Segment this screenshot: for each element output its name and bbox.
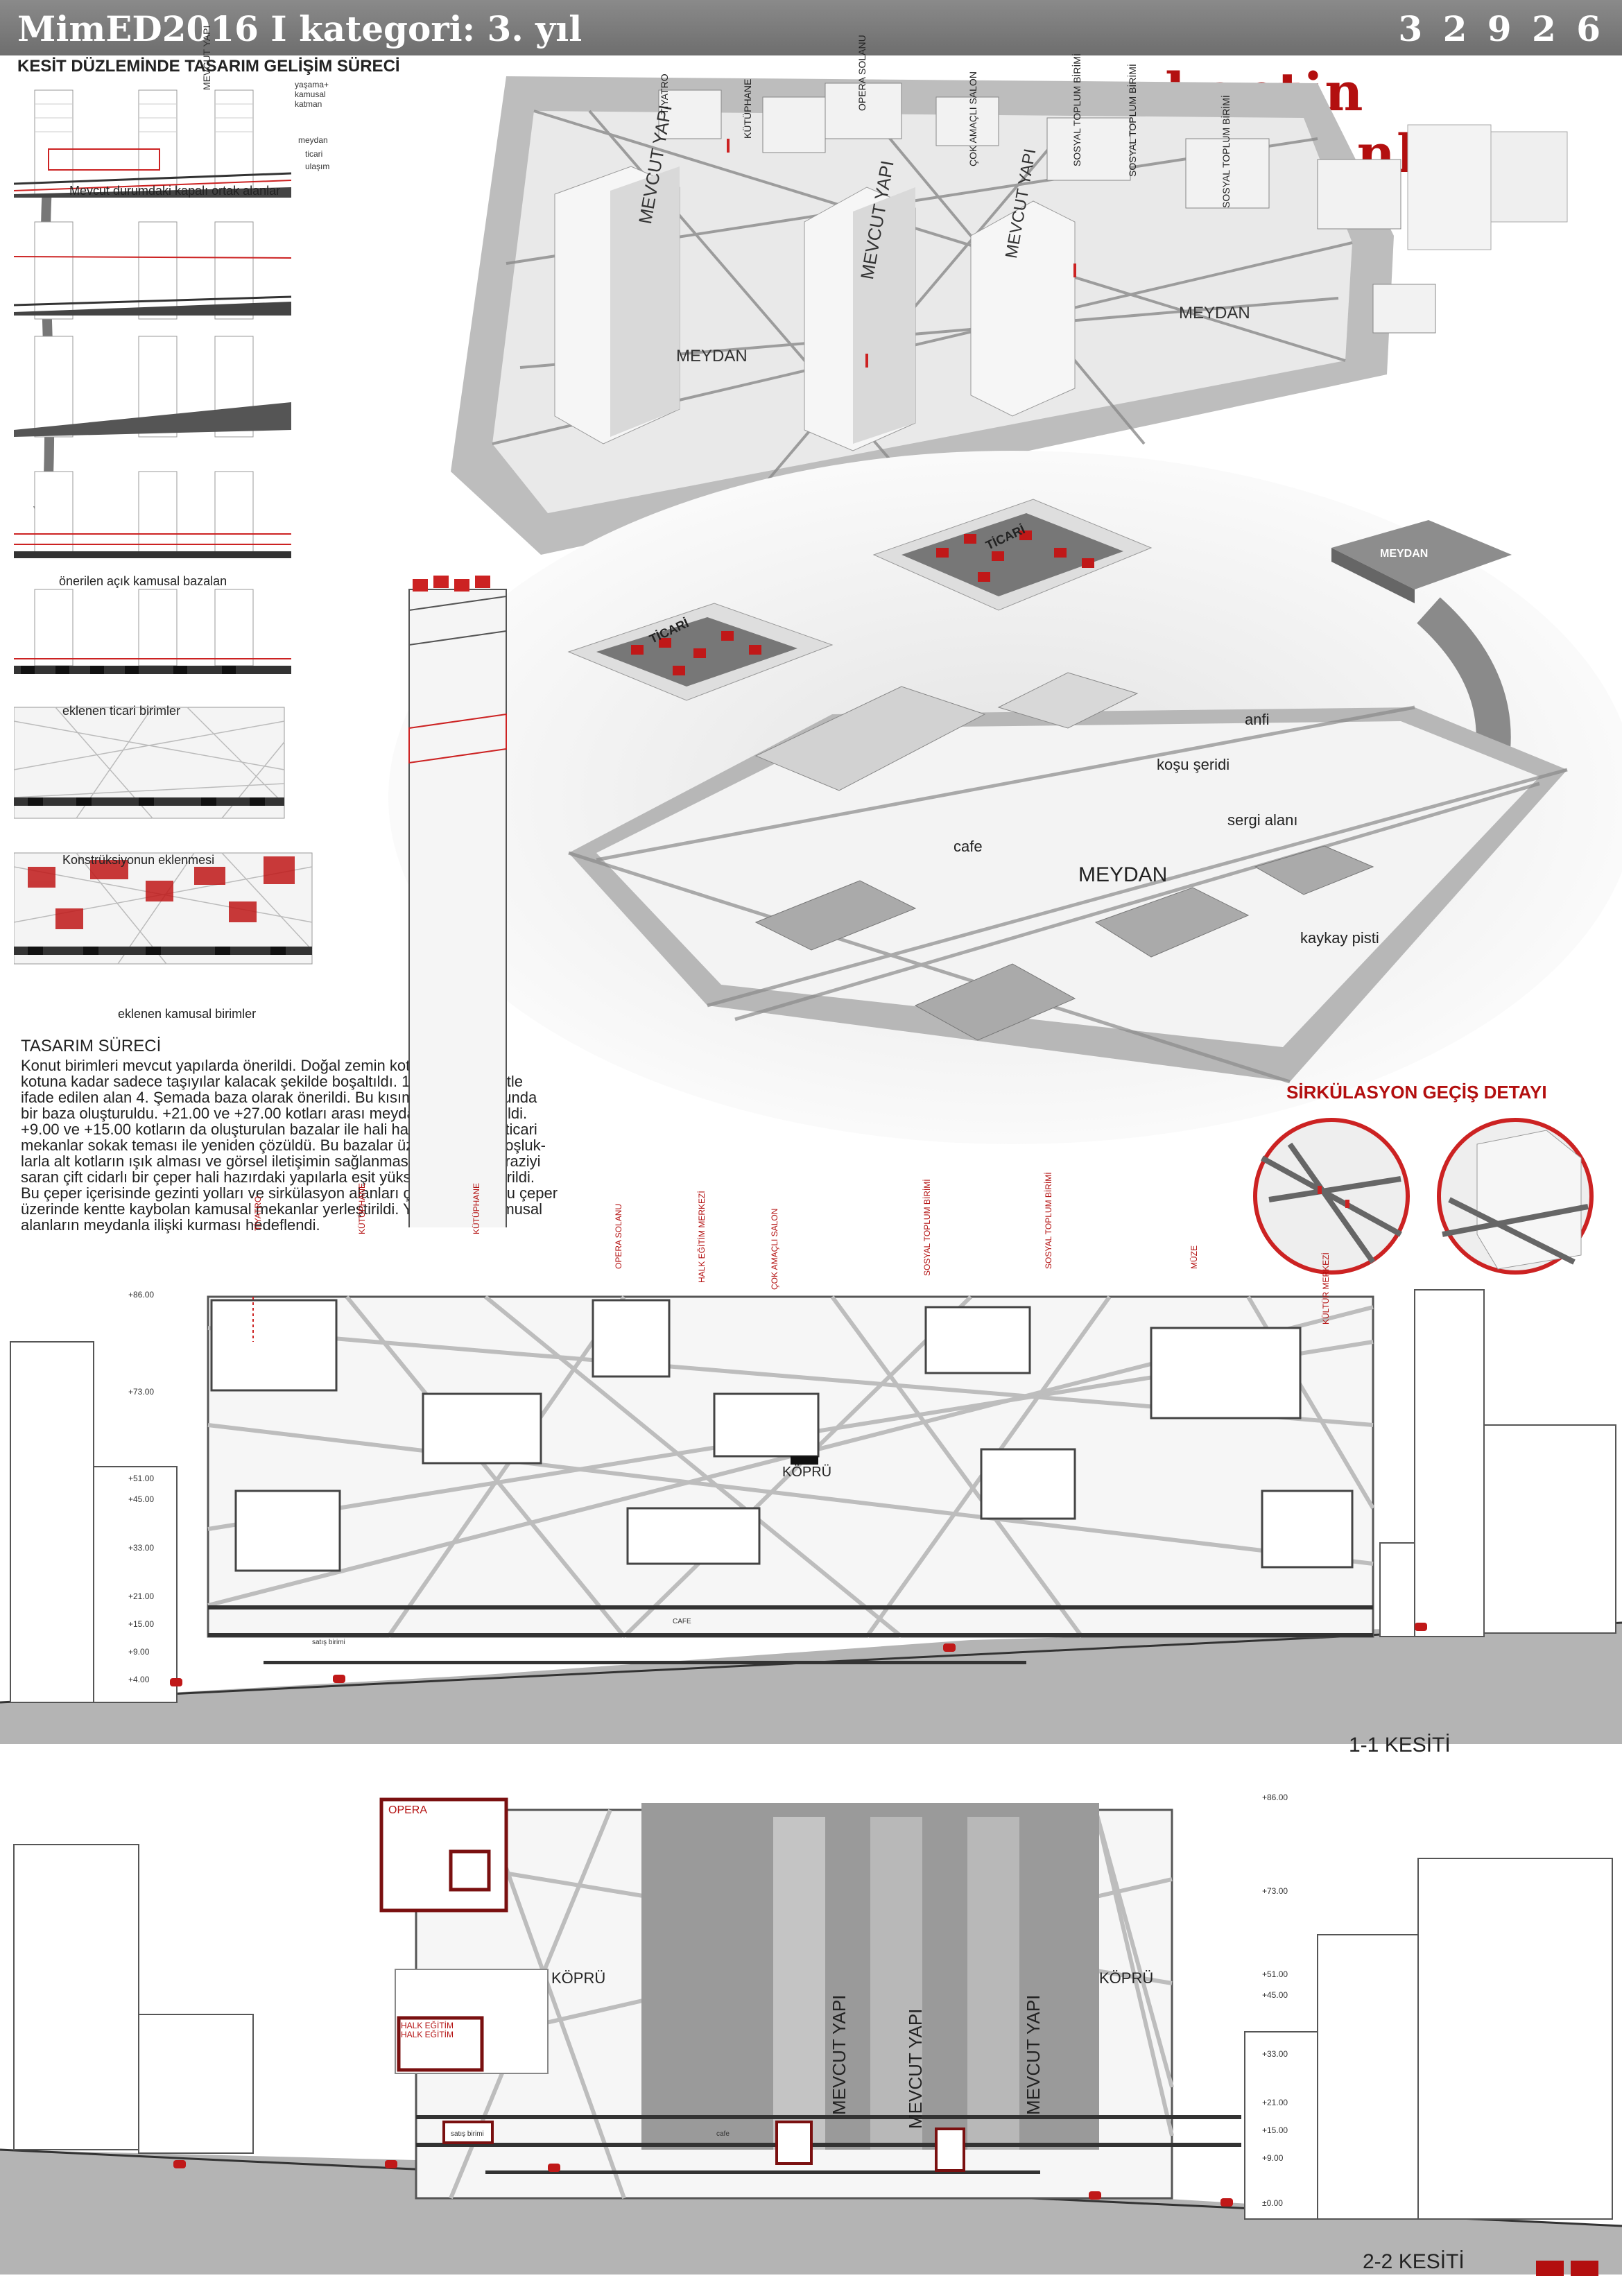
s1-level-7: +15.00 [128,1619,155,1629]
section1-cafe: CAFE [673,1618,691,1625]
bridge-label-1: KÖPRÜ [782,1465,832,1480]
top-tag-5: SOSYAL TOPLUM BİRİMİ [1071,53,1082,166]
s1-level-4: +45.00 [128,1494,155,1504]
row-label-meydan: meydan [298,135,328,145]
poster-code: 3 2 9 2 6 [1398,8,1605,49]
s2-level-7: +15.00 [1262,2125,1288,2135]
s1-level-6: +21.00 [128,1591,155,1601]
s2-level-3: +51.00 [1262,1969,1288,1979]
caption-1: Mevcut durumdaki kapalı ortak alanlar [69,184,281,198]
label-sergi: sergi alanı [1227,811,1298,829]
text-line: alanların meydanla ilişki kurması hedefl… [21,1216,320,1234]
circulation-title: SİRKÜLASYON GEÇİŞ DETAYI [1286,1082,1547,1103]
process-panel-2 [14,221,292,320]
s2-existing-1: MEVCUT YAPI [829,1994,849,2115]
s1-tag-5: HALK EĞİTİM MERKEZİ [697,1191,707,1283]
s2-level-1: +86.00 [1262,1793,1288,1802]
label-meydan: MEYDAN [1078,863,1168,886]
row-label-ticari: ticari [305,149,323,159]
s1-tag-2: KÜTÜPHANE [357,1182,367,1234]
top-tag-7: SOSYAL TOPLUM BİRİMİ [1220,95,1232,208]
s2-existing-3: MEVCUT YAPI [1023,1994,1044,2115]
s1-level-3: +51.00 [128,1474,155,1483]
s1-tag-3: KÜTÜPHANE [472,1182,481,1234]
top-tag-1: TİYATRO [659,74,670,114]
caption-3: eklenen ticari birimler [62,704,181,718]
s1-tag-6: ÇOK AMAÇLI SALON [770,1208,779,1290]
top-square-2: MEYDAN [1179,304,1250,322]
section1-shop: satış birimi [312,1639,345,1646]
s1-tag-10: KÜLTÜR MERKEZİ [1321,1252,1331,1324]
caption-4: Konstrüksiyonun eklenmesi [62,853,215,867]
text-line: +9.00 ve +15.00 kotların da oluşturulan … [21,1121,537,1138]
section2-shop: satış birimi [451,2130,484,2138]
top-tag-4: ÇOK AMAÇLI SALON [967,71,978,166]
poster-header-title: MimED2016 I kategori: 3. yıl [17,8,583,49]
top-perspective [451,76,1568,555]
s2-level-4: +45.00 [1262,1990,1288,2000]
text-line: ifade edilen alan 4. Şemada baza olarak … [21,1089,537,1106]
label-anfi: anfi [1245,711,1270,728]
s1-tag-4: OPERA SOLANU [614,1203,623,1269]
top-tag-6: SOSYAL TOPLUM BİRİMİ [1127,64,1138,177]
bridge-label-right: KÖPRÜ [1099,1969,1154,1987]
text-line: Konut birimleri mevcut yapılarda önerild… [21,1057,504,1074]
process-diagrams [14,89,313,965]
process-panel-7 [14,852,313,965]
s1-tag-7: SOSYAL TOPLUM BİRİMİ [922,1179,932,1276]
process-panel-6 [14,707,285,819]
row-label-yasama: yaşama+ kamusal katman [295,80,329,109]
text-line: kotuna kadar sadece taşıyılar kalacak şe… [21,1073,523,1090]
s2-existing-2: MEVCUT YAPI [905,2008,926,2129]
label-kosu: koşu şeridi [1157,756,1230,773]
section1-title: 1-1 KESİTİ [1349,1734,1451,1756]
s1-level-9: +4.00 [128,1675,150,1684]
section2-halk: HALK EĞİTİM HALK EĞİTİM [401,2021,454,2039]
s1-level-2: +73.00 [128,1387,155,1397]
s1-level-1: +86.00 [128,1290,155,1300]
label-cafe: cafe [954,838,983,855]
s1-tag-9: MÜZE [1189,1245,1199,1269]
top-square-1: MEYDAN [676,347,748,365]
bridge-label-left: KÖPRÜ [551,1969,606,1987]
main-perspective [388,451,1622,1227]
layer-meydan: MEYDAN [1380,548,1429,560]
section2-cafe: cafe [716,2130,730,2138]
top-tag-2: KÜTÜPHANE [742,78,753,139]
s1-tag-8: SOSYAL TOPLUM BİRİMİ [1044,1172,1053,1269]
caption-2: önerilen açık kamusal bazalan [59,574,227,588]
process-panel-1 [14,89,292,198]
text-line: saran çift cidarlı bir çeper hali hazırd… [21,1168,535,1186]
s2-level-2: +73.00 [1262,1886,1288,1896]
existing-label: MEVCUT YAPI [201,25,212,90]
s1-level-8: +9.00 [128,1647,150,1657]
section-1-1 [0,1289,1622,1744]
s1-tag-1: TİYATRO [253,1196,263,1231]
label-kaykay: kaykay pisti [1300,929,1379,947]
s2-level-8: +9.00 [1262,2153,1284,2163]
s1-level-5: +33.00 [128,1543,155,1553]
section2-opera: OPERA [388,1804,428,1816]
text-line: bir baza oluşturuldu. +21.00 ve +27.00 k… [21,1105,528,1122]
s2-level-9: ±0.00 [1262,2198,1283,2208]
process-panel-5 [14,589,291,674]
text-heading: TASARIM SÜRECİ [21,1037,162,1055]
s2-level-5: +33.00 [1262,2049,1288,2059]
s2-level-6: +21.00 [1262,2098,1288,2107]
process-panel-4 [14,471,291,558]
caption-5: eklenen kamusal birimler [118,1007,257,1021]
top-tag-3: OPERA SOLANU [856,35,868,111]
process-panel-3 [14,336,291,438]
header-bar: MimED2016 I kategori: 3. yıl 3 2 9 2 6 [0,0,1622,55]
section-2-2 [0,1797,1622,2276]
row-label-ulasim: ulaşım [305,162,330,171]
process-title: KESİT DÜZLEMİNDE TASARIM GELİŞİM SÜRECİ [17,57,400,76]
circulation-details [1253,1118,1594,1275]
section2-title: 2-2 KESİTİ [1363,2250,1465,2273]
